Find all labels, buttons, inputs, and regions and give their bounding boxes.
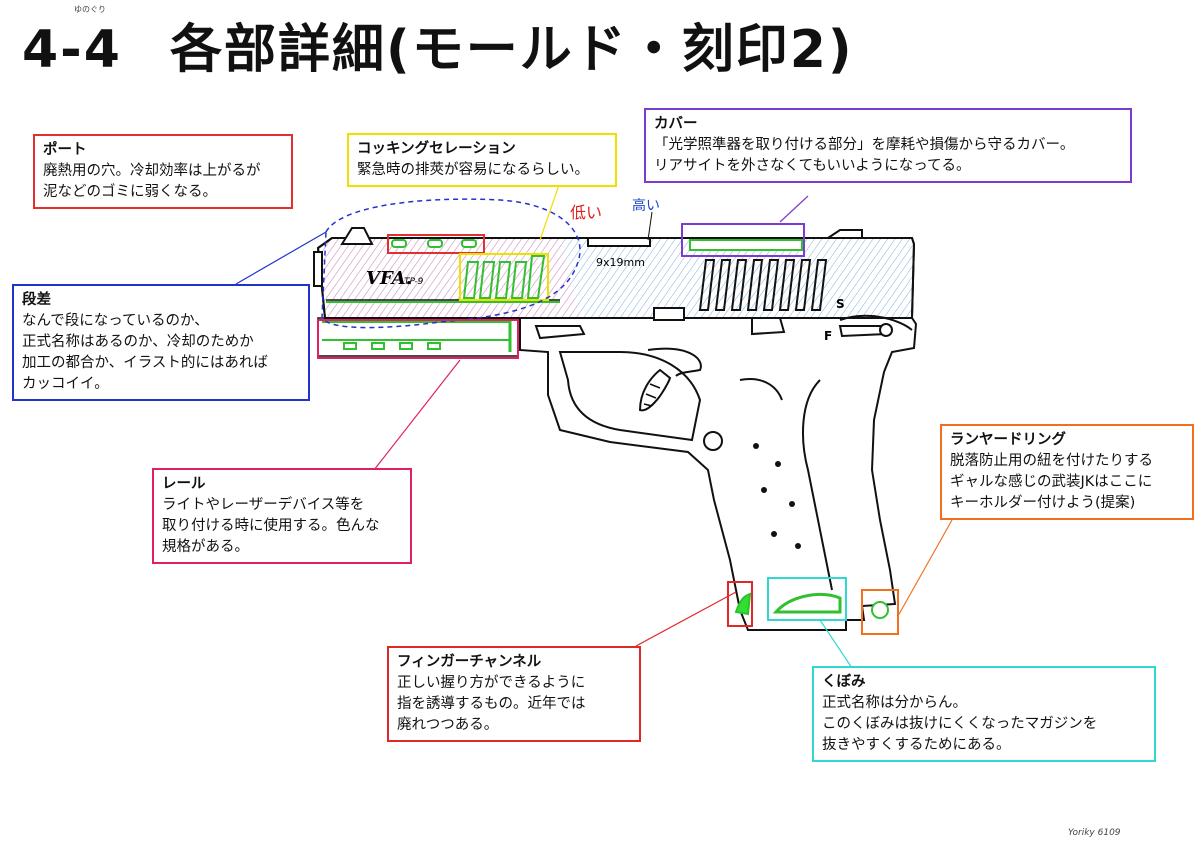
- cover-highlight: [681, 223, 805, 257]
- port-highlight: [387, 234, 485, 254]
- callout-cocking-title: コッキングセレーション: [357, 141, 516, 157]
- callout-step-line: 正式名称はあるのか、冷却のためか: [22, 334, 254, 350]
- corner-note: ゆのぐり: [74, 5, 106, 14]
- safety-f: F: [824, 329, 832, 343]
- hand-note-low: 低い: [570, 203, 602, 222]
- callout-finger-title: フィンガーチャンネル: [397, 654, 542, 670]
- callout-recess-line: このくぼみは抜けにくくなったマガジンを: [822, 716, 1098, 732]
- section-number: 4-4: [22, 20, 122, 80]
- lanyard-highlight: [861, 589, 899, 635]
- slide-logo: VFA.: [366, 268, 412, 289]
- callout-rail-title: レール: [162, 476, 206, 492]
- callout-rail-line: 取り付ける時に使用する。色んな: [162, 518, 380, 534]
- callout-step-line: 加工の都合か、イラスト的にはあれば: [22, 355, 268, 371]
- callout-rail-line: 規格がある。: [162, 539, 249, 555]
- callout-finger-line: 指を誘導するもの。近年では: [397, 696, 586, 712]
- callout-recess-line: 抜きやすくするためにある。: [822, 737, 1011, 753]
- callout-step-line: カッコイイ。: [22, 376, 109, 392]
- finger-highlight: [727, 581, 753, 627]
- cocking-highlight: [459, 253, 549, 301]
- callout-lanyard: ランヤードリング 脱落防止用の紐を付けたりする ギャルな感じの武装JKはここに …: [940, 424, 1194, 520]
- callout-finger-line: 正しい握り方ができるように: [397, 675, 586, 691]
- callout-cover-line: 「光学照準器を取り付ける部分」を摩耗や損傷から守るカバー。: [654, 137, 1075, 153]
- frame: [317, 307, 918, 631]
- step-highlight: [321, 198, 581, 329]
- section-title: 各部詳細(モールド・刻印2): [169, 20, 854, 80]
- slide: [313, 227, 916, 319]
- callout-port-line: 泥などのゴミに弱くなる。: [43, 184, 217, 200]
- callout-port-title: ポート: [43, 142, 87, 158]
- callout-cover-line: リアサイトを外さなくてもいいようになってる。: [654, 158, 971, 174]
- rail-highlight: [317, 319, 519, 359]
- hand-note-high: 高い: [632, 197, 660, 214]
- callout-step-title: 段差: [22, 292, 51, 308]
- callout-step-line: なんで段になっているのか、: [22, 313, 209, 329]
- callout-port: ポート 廃熱用の穴。冷却効率は上がるが 泥などのゴミに弱くなる。: [33, 134, 293, 209]
- caliber-marking: 9x19mm: [596, 256, 645, 269]
- callout-recess: くぼみ 正式名称は分からん。 このくぼみは抜けにくくなったマガジンを 抜きやすく…: [812, 666, 1156, 762]
- callout-lanyard-title: ランヤードリング: [950, 432, 1066, 448]
- callout-cocking: コッキングセレーション 緊急時の排莢が容易になるらしい。: [347, 133, 617, 187]
- callout-cover: カバー 「光学照準器を取り付ける部分」を摩耗や損傷から守るカバー。 リアサイトを…: [644, 108, 1132, 183]
- callout-step: 段差 なんで段になっているのか、 正式名称はあるのか、冷却のためか 加工の都合か…: [12, 284, 310, 401]
- callout-port-line: 廃熱用の穴。冷却効率は上がるが: [43, 163, 261, 179]
- callout-cover-title: カバー: [654, 116, 698, 132]
- page-title: 4-4 各部詳細(モールド・刻印2): [22, 18, 854, 82]
- callout-lanyard-line: キーホルダー付けよう(提案): [950, 495, 1136, 511]
- callout-lanyard-line: ギャルな感じの武装JKはここに: [950, 474, 1153, 490]
- signature: Yoriky 6109: [1068, 828, 1121, 838]
- safety-s: S: [836, 297, 845, 311]
- callout-cocking-line: 緊急時の排莢が容易になるらしい。: [357, 162, 589, 178]
- callout-finger: フィンガーチャンネル 正しい握り方ができるように 指を誘導するもの。近年では 廃…: [387, 646, 641, 742]
- callout-finger-line: 廃れつつある。: [397, 717, 499, 733]
- recess-highlight: [767, 577, 847, 621]
- callout-rail-line: ライトやレーザーデバイス等を: [162, 497, 365, 513]
- slide-model: TP-9: [404, 277, 424, 287]
- callout-recess-line: 正式名称は分からん。: [822, 695, 967, 711]
- callout-lanyard-line: 脱落防止用の紐を付けたりする: [950, 453, 1153, 469]
- callout-recess-title: くぼみ: [822, 674, 866, 690]
- callout-rail: レール ライトやレーザーデバイス等を 取り付ける時に使用する。色んな 規格がある…: [152, 468, 412, 564]
